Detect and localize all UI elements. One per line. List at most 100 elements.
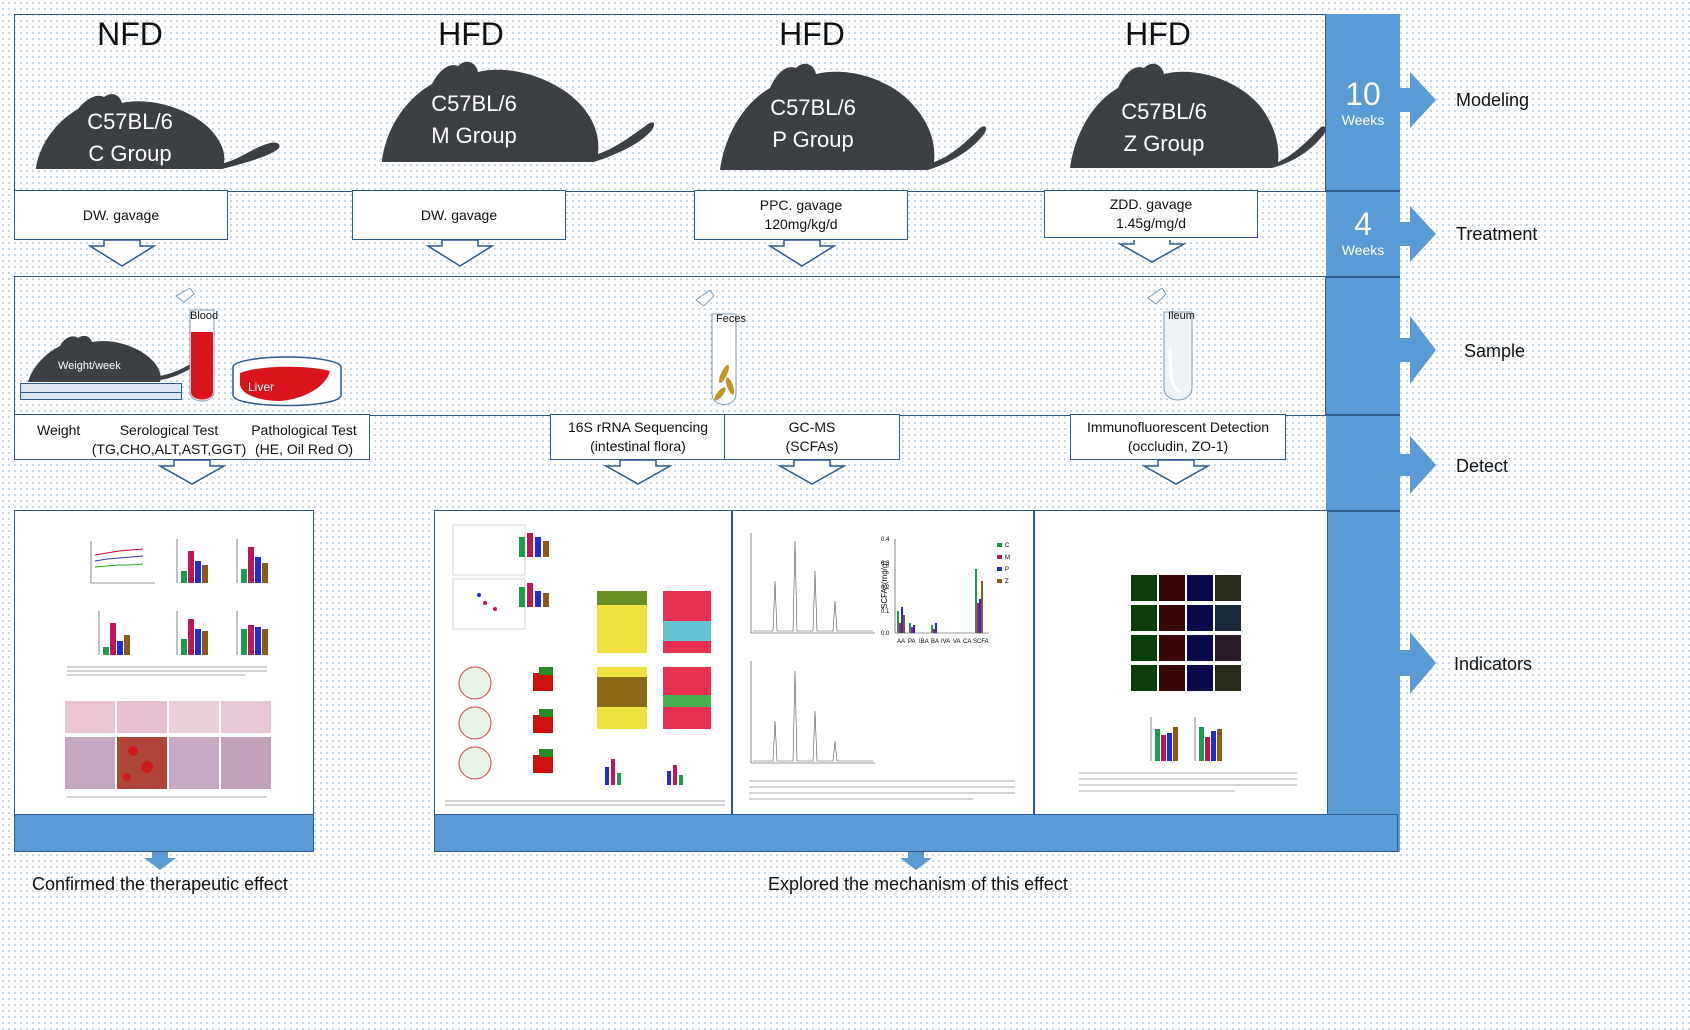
modeling-duration: 10 Weeks: [1323, 76, 1403, 128]
figure-panel-phenotype: [14, 510, 314, 816]
scfa-y-axis-label: SCFAs(mg/g): [880, 561, 889, 609]
detect-box-biochem: Weight Serological Test (TG,CHO,ALT,AST,…: [14, 414, 370, 460]
mouse-c-icon: [36, 94, 280, 169]
dose-label: 1.45g/mg/d: [1115, 215, 1187, 231]
conclusion-therapeutic: Confirmed the therapeutic effect: [32, 874, 288, 894]
arrow-down-icon: [425, 240, 495, 267]
panel-divider: [731, 511, 733, 815]
pie-charts: [458, 666, 553, 780]
stage-indicators: Indicators: [1454, 654, 1533, 674]
treatment-box: DW. gavage: [352, 190, 566, 240]
small-bar-charts: [605, 759, 683, 785]
oil-red-o-images: [65, 737, 271, 789]
scfa-category: SCFA: [973, 639, 989, 645]
arrow-down-icon: [87, 240, 157, 267]
serological-label: Serological Test: [119, 422, 219, 438]
arrow-down-icon: [144, 852, 176, 870]
scfa-bars: [897, 569, 983, 633]
down-arrows-row1: [87, 240, 1187, 267]
strain-label: C57BL/6: [1121, 99, 1207, 124]
treatment-box: ZDD. gavage 1.45g/mg/d: [1044, 190, 1258, 238]
seq-label: 16S rRNA Sequencing: [567, 419, 709, 435]
caption-text-lines: [67, 666, 267, 676]
stage-arrows: [1398, 72, 1436, 694]
mouse-label: C57BL/6 Z Group: [1054, 96, 1274, 160]
dose-label: 120mg/kg/d: [764, 216, 838, 232]
blood-label: Blood: [190, 310, 219, 322]
scfa-category: PA: [908, 639, 916, 645]
treatment-label: ZDD. gavage: [1109, 196, 1193, 212]
scfa-ytick: 0.0: [881, 631, 890, 637]
scfa-legend: C M P Z: [997, 543, 1010, 585]
legend-m: M: [1005, 555, 1010, 561]
diet-label: HFD: [1125, 16, 1191, 52]
scfa-ytick: 0.4: [881, 537, 890, 543]
mouse-label: C57BL/6 M Group: [364, 88, 584, 152]
duration-value: 4: [1354, 206, 1372, 242]
diet-label: HFD: [438, 16, 504, 52]
timeline-sidebar: [1326, 14, 1400, 852]
legend-p: P: [1005, 567, 1009, 573]
strain-label: C57BL/6: [431, 91, 517, 116]
caption-text-lines: [1079, 772, 1297, 792]
scale-base: [20, 392, 182, 400]
feces-label: Feces: [716, 313, 746, 325]
sidebar-divider: [1326, 190, 1400, 192]
arrow-right-icon: [1398, 206, 1436, 262]
arrow-right-icon: [1398, 72, 1436, 128]
scfa-category: AA: [897, 639, 905, 645]
scfa-ytick: 0.1: [881, 609, 890, 615]
strain-label: C57BL/6: [770, 95, 856, 120]
liver-enzyme-bar-chart: [98, 611, 268, 655]
pathological-sub: (HE, Oil Red O): [254, 441, 353, 457]
stage-modeling: Modeling: [1456, 90, 1530, 110]
mouse-label: C57BL/6 P Group: [703, 92, 923, 156]
diet-label: HFD: [779, 16, 845, 52]
gcms-label: GC-MS: [788, 419, 836, 435]
treatment-box: DW. gavage: [14, 190, 228, 240]
serum-bar-chart: [176, 539, 268, 583]
scfa-category: BA: [931, 639, 939, 645]
immuno-sub: (occludin, ZO-1): [1127, 438, 1229, 454]
arrow-down-icon: [603, 460, 673, 485]
treatment-label: DW. gavage: [420, 206, 498, 223]
scfa-category: IVA: [941, 639, 950, 645]
sidebar-divider: [1326, 276, 1400, 278]
arrow-down-icon: [777, 460, 847, 485]
arrow-right-icon: [1398, 316, 1436, 384]
mouse-m-icon: [382, 61, 655, 162]
stacked-bars: [597, 591, 711, 729]
duration-unit: Weeks: [1341, 112, 1385, 128]
arrow-down-icon: [900, 852, 932, 870]
treatment-label: PPC. gavage: [759, 197, 843, 213]
sidebar-divider: [1326, 414, 1400, 416]
arrow-right-icon: [1398, 632, 1436, 694]
down-arrows-row2: [157, 460, 1211, 485]
detect-box-16s: 16S rRNA Sequencing (intestinal flora): [550, 414, 726, 460]
mouse-z-icon: [1070, 63, 1326, 168]
scfa-category-labels: AA PA IBA BA IVA VA CA SCFA: [897, 639, 989, 645]
scfa-category: VA: [953, 639, 961, 645]
arrow-down-icon: [1117, 240, 1187, 263]
weight-test-label: Weight: [37, 422, 81, 438]
serological-sub: (TG,CHO,ALT,AST,GGT): [91, 441, 247, 457]
weight-line-chart: [90, 541, 155, 584]
chromatogram-top: [750, 533, 875, 634]
stage-sample: Sample: [1464, 341, 1526, 361]
caption-text-lines: [749, 780, 1015, 800]
group-label: Z Group: [1123, 131, 1205, 156]
duration-unit: Weeks: [1341, 242, 1385, 258]
arrow-right-icon: [1398, 436, 1436, 494]
pathological-label: Pathological Test: [251, 422, 357, 438]
strain-label: C57BL/6: [87, 109, 173, 134]
weight-week-label: Weight/week: [58, 360, 121, 372]
seq-sub: (intestinal flora): [590, 438, 686, 454]
phenotype-figure-thumbnail: [65, 539, 271, 798]
panel-divider: [1033, 511, 1035, 815]
arrow-down-icon: [157, 460, 227, 485]
serological-test: Serological Test (TG,CHO,ALT,AST,GGT): [89, 421, 249, 459]
stage-treatment: Treatment: [1456, 224, 1538, 244]
immuno-label: Immunofluorescent Detection: [1086, 419, 1270, 435]
arrow-down-icon: [767, 240, 837, 267]
bottom-arrows: [144, 852, 932, 870]
